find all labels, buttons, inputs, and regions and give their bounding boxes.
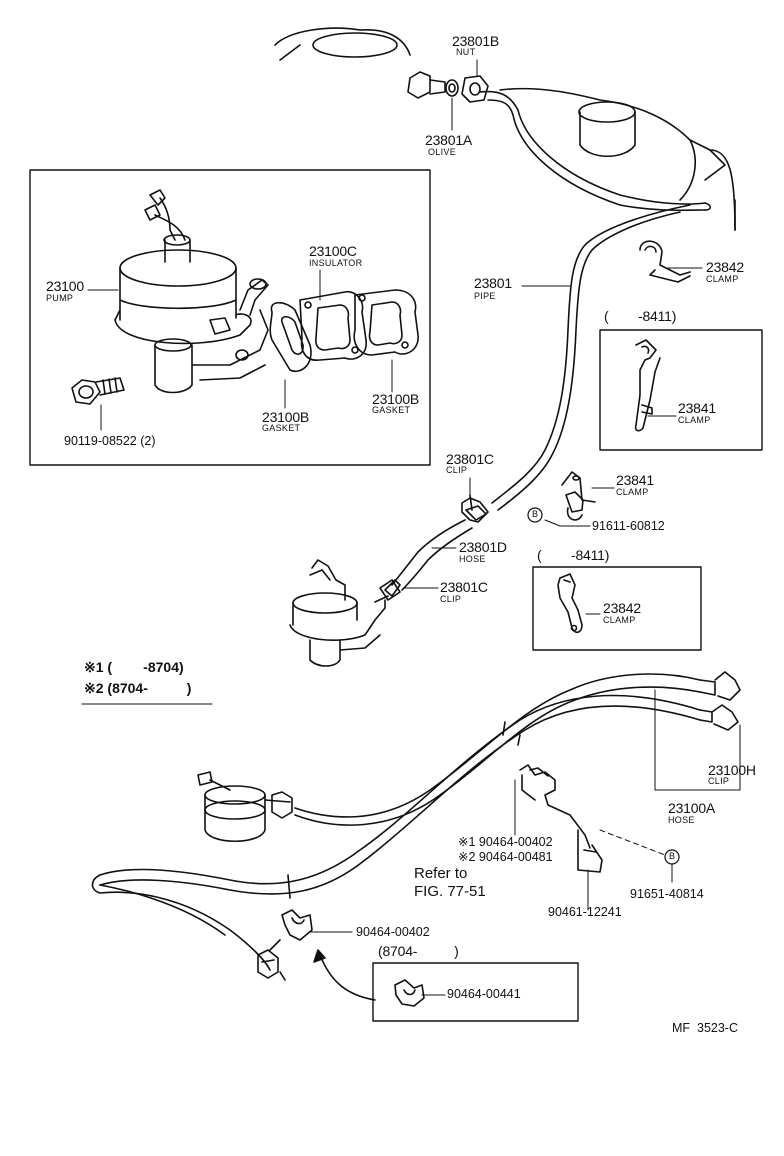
label-23801b-name: NUT: [456, 47, 476, 57]
label-box1-range: ( -8411): [604, 308, 677, 324]
label-refer-to: Refer to: [414, 865, 468, 882]
label-box3-range: (8704- ): [378, 943, 459, 959]
label-23801c-2-name: CLIP: [440, 594, 462, 604]
label-23100a-name: HOSE: [668, 815, 695, 825]
lower-pump: [289, 559, 401, 667]
label-23100-num: 23100: [46, 278, 84, 294]
label-23100b-1-num: 23100B: [262, 409, 310, 425]
clamp-23842-box2: [557, 573, 583, 634]
label-23100b-2-num: 23100B: [372, 391, 420, 407]
label-23100c-name: INSULATOR: [309, 258, 363, 268]
label-23100b-2-name: GASKET: [372, 405, 411, 415]
fuel-pump: [114, 189, 269, 394]
note-1: ※1 ( -8704): [84, 659, 184, 675]
label-90461-12241: 90461-12241: [548, 905, 622, 919]
label-23801c-1-num: 23801C: [446, 451, 494, 467]
fuel-filter: [197, 771, 293, 843]
lower-hose-end: [257, 939, 286, 981]
clamp-90464-00441: [394, 979, 425, 1007]
label-90464-00441: 90464-00441: [447, 987, 521, 1001]
label-91651-40814: 91651-40814: [630, 887, 704, 901]
fuel-pipe: [479, 90, 712, 511]
label-23801c-1-name: CLIP: [446, 465, 468, 475]
label-23801d-name: HOSE: [459, 554, 486, 564]
circle-b-1-label: B: [532, 509, 539, 519]
label-23842-top-num: 23842: [706, 259, 744, 275]
label-23801b-num: 23801B: [452, 33, 500, 49]
label-23801a-name: OLIVE: [428, 147, 457, 157]
label-23801d-num: 23801D: [459, 539, 507, 555]
pump-box: [29, 169, 431, 466]
label-fig-ref: FIG. 77-51: [414, 883, 486, 900]
label-bolt-90119: 90119-08522 (2): [64, 434, 156, 448]
clamp-23841-box1: [634, 339, 661, 432]
clamp-90464-00402: [281, 909, 313, 941]
box-1: [599, 329, 763, 451]
label-box1-23841-name: CLAMP: [678, 415, 711, 425]
label-23801a-num: 23801A: [425, 132, 473, 148]
box3-arrowhead: [313, 949, 326, 963]
label-90464-00402: 90464-00402: [356, 925, 430, 939]
leader-lines: [81, 59, 741, 996]
label-91611-60812: 91611-60812: [592, 519, 665, 533]
label-23100-name: PUMP: [46, 293, 74, 303]
clamp-23841-mid: [561, 471, 596, 521]
pump-bolt: [71, 377, 125, 405]
note-2: ※2 (8704- ): [84, 680, 192, 696]
label-23100c-num: 23100C: [309, 243, 357, 259]
label-23100a-num: 23100A: [668, 800, 716, 816]
bracket-and-clamp: [519, 764, 603, 873]
nut-olive-fitting: [407, 71, 489, 103]
label-box2-range: ( -8411): [537, 547, 610, 563]
label-23100h-num: 23100H: [708, 762, 756, 778]
label-box2-23842-num: 23842: [603, 600, 641, 616]
label-clamp-note-2: ※2 90464-00481: [458, 850, 553, 864]
label-23801c-2-num: 23801C: [440, 579, 488, 595]
label-23842-top-name: CLAMP: [706, 274, 739, 284]
label-23841-mid-num: 23841: [616, 472, 654, 488]
label-23801-num: 23801: [474, 275, 512, 291]
hoses-23100A: [91, 671, 741, 971]
label-clamp-note-1: ※1 90464-00402: [458, 835, 553, 849]
circle-b-2: [664, 849, 680, 865]
label-23801-name: PIPE: [474, 291, 496, 301]
box-3: [372, 962, 579, 1022]
gaskets-insulator: [269, 289, 419, 372]
label-23100b-1-name: GASKET: [262, 423, 301, 433]
circle-b-1: [527, 507, 543, 523]
label-23841-mid-name: CLAMP: [616, 487, 649, 497]
circle-b-2-label: B: [669, 851, 676, 861]
figure-code: MF 3523-C: [672, 1021, 738, 1035]
clamp-23842-top: [639, 240, 691, 283]
label-23100h-name: CLIP: [708, 776, 730, 786]
label-box2-23842-name: CLAMP: [603, 615, 636, 625]
box3-arrow: [319, 954, 376, 1001]
engine-outline: [274, 27, 736, 231]
box-2: [532, 566, 702, 651]
label-box1-23841-num: 23841: [678, 400, 716, 416]
